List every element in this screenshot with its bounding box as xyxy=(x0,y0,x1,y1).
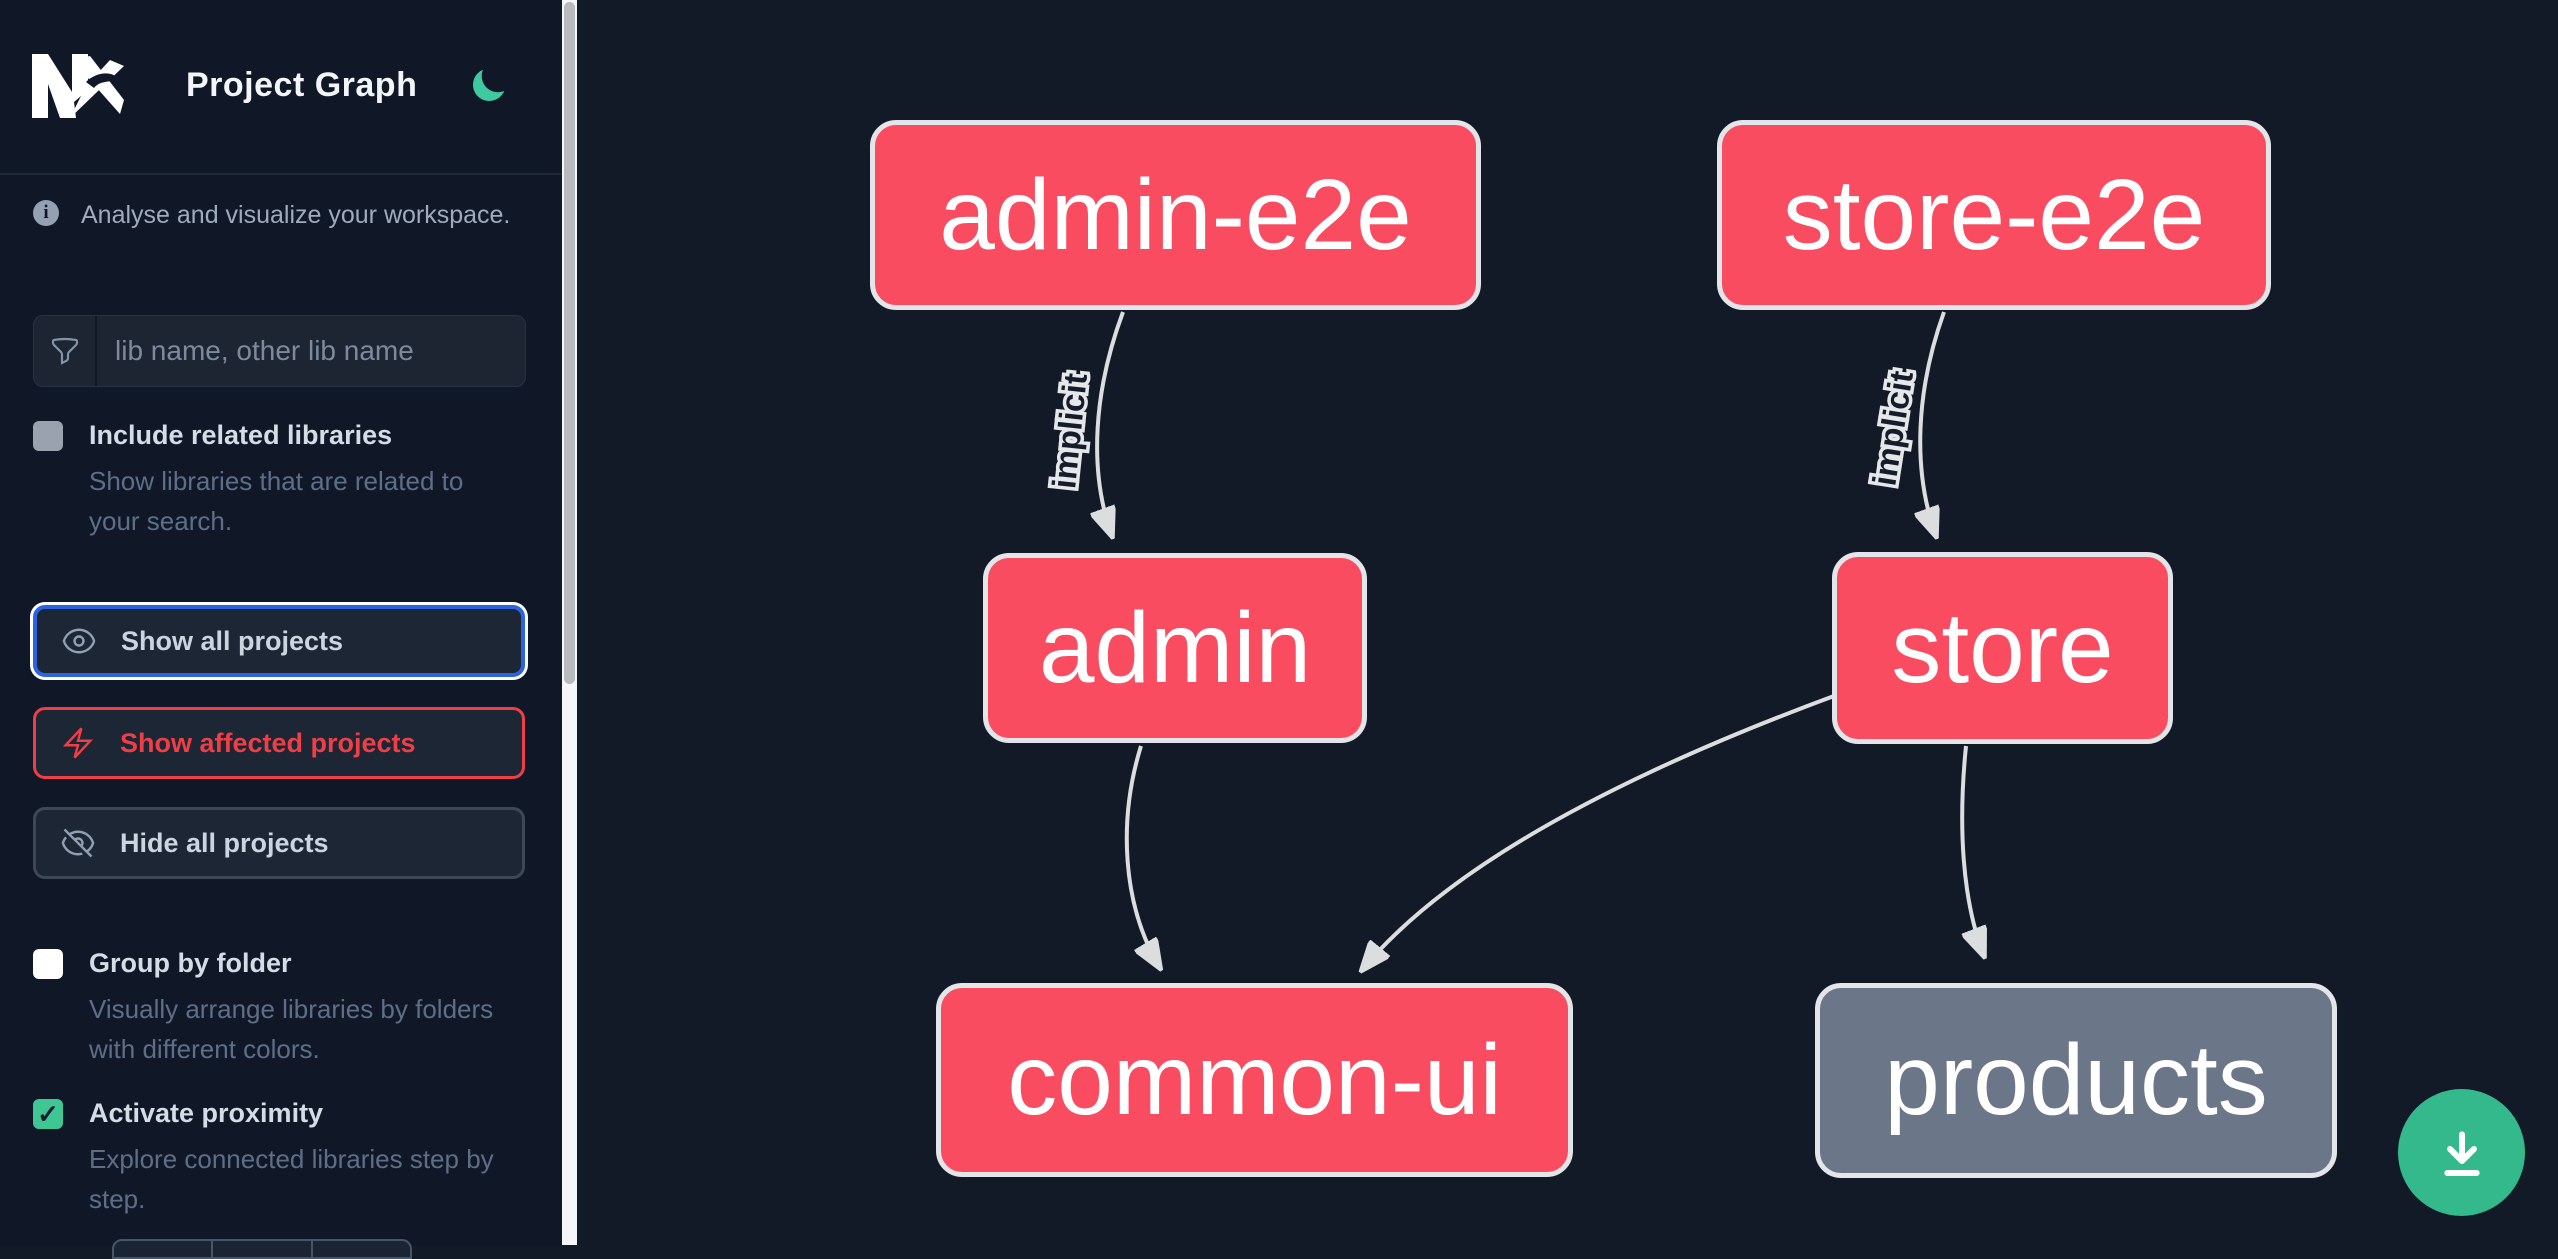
moon-icon[interactable] xyxy=(468,66,508,106)
include-related-description: Show libraries that are related to your … xyxy=(89,466,464,536)
include-related-option: Include related libraries Show libraries… xyxy=(33,420,533,541)
sidebar: Project Graph i Analyse and visualize yo… xyxy=(0,0,562,1259)
graph-node-common-ui[interactable]: common-ui xyxy=(936,983,1573,1177)
download-graph-button[interactable] xyxy=(2398,1089,2525,1216)
activate-proximity-label: Activate proximity xyxy=(89,1098,324,1128)
edge-admin-to-common-ui[interactable] xyxy=(1124,745,1160,968)
include-related-checkbox[interactable] xyxy=(33,420,63,451)
show-all-projects-button[interactable]: Show all projects xyxy=(33,605,525,677)
edge-store-to-common-ui[interactable] xyxy=(1362,694,1835,970)
workspace-tagline: Analyse and visualize your workspace. xyxy=(81,201,511,229)
sidebar-scrollbar[interactable] xyxy=(562,0,577,1245)
page-title: Project Graph xyxy=(186,66,418,104)
hide-all-projects-button[interactable]: Hide all projects xyxy=(33,807,525,879)
group-by-folder-option: Group by folder Visually arrange librari… xyxy=(33,948,533,1069)
group-by-folder-description: Visually arrange libraries by folders wi… xyxy=(89,994,494,1064)
search-input[interactable] xyxy=(97,316,525,386)
hide-all-projects-label: Hide all projects xyxy=(120,827,329,858)
graph-node-admin[interactable]: admin xyxy=(983,553,1367,743)
edge-store-to-products[interactable] xyxy=(1960,745,1984,956)
activate-proximity-option: ✓ Activate proximity Explore connected l… xyxy=(33,1098,533,1219)
info-icon: i xyxy=(33,200,59,226)
nx-logo-icon xyxy=(32,54,124,118)
include-related-label: Include related libraries xyxy=(89,420,393,450)
activate-proximity-description: Explore connected libraries step by step… xyxy=(89,1144,494,1214)
eye-icon xyxy=(62,628,96,654)
activate-proximity-checkbox[interactable]: ✓ xyxy=(33,1098,63,1129)
graph-node-store[interactable]: store xyxy=(1832,552,2173,744)
sidebar-scrollbar-thumb[interactable] xyxy=(564,2,575,684)
eye-slash-icon xyxy=(61,828,95,858)
bolt-icon xyxy=(62,727,94,759)
group-by-folder-label: Group by folder xyxy=(89,948,292,978)
graph-node-store-e2e[interactable]: store-e2e xyxy=(1717,120,2271,310)
show-affected-projects-button[interactable]: Show affected projects xyxy=(33,707,525,779)
search-box xyxy=(33,315,526,387)
workspace-tagline-row: i Analyse and visualize your workspace. xyxy=(33,200,533,230)
graph-node-products[interactable]: products xyxy=(1815,983,2337,1178)
show-all-projects-label: Show all projects xyxy=(121,625,344,656)
edge-label-implicit-store: implicit xyxy=(1865,368,1920,488)
graph-node-admin-e2e[interactable]: admin-e2e xyxy=(870,120,1481,310)
download-icon xyxy=(2443,1130,2480,1176)
edge-admin-e2e-to-admin[interactable] xyxy=(1097,311,1125,536)
funnel-icon xyxy=(34,316,97,386)
sidebar-header: Project Graph xyxy=(0,0,562,175)
group-by-folder-checkbox[interactable] xyxy=(33,948,63,979)
edge-label-implicit-admin: implicit xyxy=(1045,371,1094,490)
edge-store-e2e-to-store[interactable] xyxy=(1920,311,1946,536)
show-affected-projects-label: Show affected projects xyxy=(120,727,416,758)
